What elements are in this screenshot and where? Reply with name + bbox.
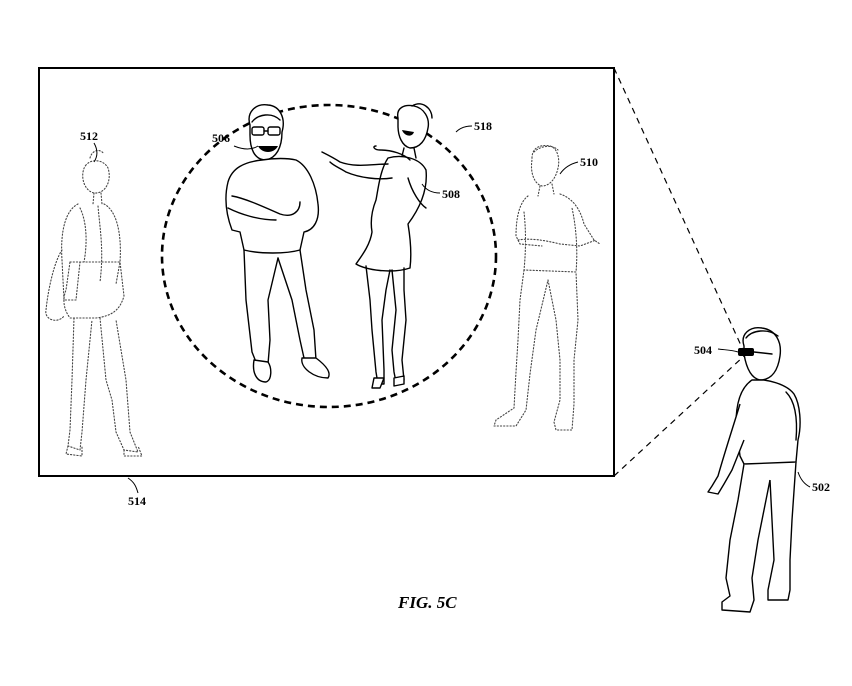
label-510: 510 [580, 155, 598, 169]
person-512-figure [45, 149, 143, 457]
label-514: 514 [128, 494, 146, 508]
leader-502 [797, 471, 811, 488]
leader-506 [233, 145, 259, 150]
figure-caption: FIG. 5C [397, 593, 457, 612]
label-504: 504 [694, 343, 712, 357]
label-518: 518 [474, 119, 492, 133]
leader-518 [455, 125, 473, 133]
leader-514 [127, 477, 139, 494]
display-frame [38, 67, 615, 477]
leader-512 [93, 142, 98, 163]
label-508: 508 [442, 187, 460, 201]
person-510-figure [493, 144, 601, 431]
person-506-figure [225, 104, 330, 383]
view-line-bottom [613, 355, 745, 477]
leader-508 [421, 183, 441, 194]
user-502-figure [707, 327, 801, 613]
leader-510 [559, 161, 579, 175]
person-508-figure [321, 103, 433, 389]
label-502: 502 [812, 480, 830, 494]
focus-circle [160, 103, 498, 409]
leader-504 [717, 348, 739, 353]
view-line-top [613, 67, 745, 353]
label-512: 512 [80, 129, 98, 143]
label-506: 506 [212, 131, 230, 145]
